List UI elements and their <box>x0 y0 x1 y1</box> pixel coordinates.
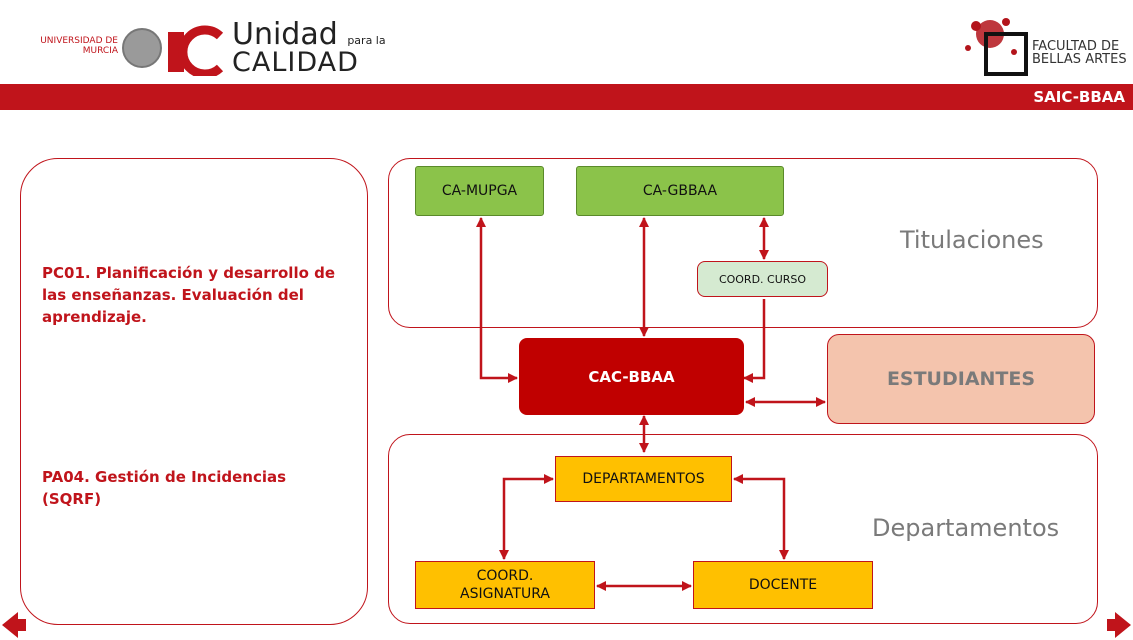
departamentos-box[interactable]: DEPARTAMENTOS <box>555 456 732 502</box>
title-bar: SAIC-BBAA <box>0 84 1133 110</box>
departamentos-label: Departamentos <box>872 514 1060 542</box>
arrow-coord-cac <box>743 299 766 383</box>
previous-arrow-icon[interactable] <box>0 610 26 640</box>
faculty-name: FACULTAD DE BELLAS ARTES <box>1032 39 1127 67</box>
coord-asignatura-box[interactable]: COORD. ASIGNATURA <box>415 561 595 609</box>
cac-bbaa-box[interactable]: CAC-BBAA <box>519 338 744 415</box>
estudiantes-box[interactable]: ESTUDIANTES <box>827 334 1095 424</box>
header: UNIVERSIDAD DE MURCIA Unidad para la CAL… <box>0 0 1133 84</box>
unidad-title: Unidad para la <box>232 17 386 52</box>
ca-mupga-box[interactable]: CA-MUPGA <box>415 166 544 216</box>
procedure-pc01[interactable]: PC01. Planificación y desarrollo de las … <box>42 264 336 326</box>
ca-gbbaa-box[interactable]: CA-GBBAA <box>576 166 784 216</box>
arrow-dept-docente <box>733 474 789 560</box>
titulaciones-label: Titulaciones <box>900 226 1044 254</box>
university-logo-text: UNIVERSIDAD DE MURCIA <box>40 36 118 56</box>
arrow-dept-coordasig <box>499 474 554 560</box>
university-seal-icon <box>122 28 162 68</box>
faculty-logo-icon <box>965 18 1028 76</box>
unidad-calidad-logo-icon <box>168 25 224 76</box>
docente-box[interactable]: DOCENTE <box>693 561 873 609</box>
coord-curso-box[interactable]: COORD. CURSO <box>697 261 828 297</box>
next-arrow-icon[interactable] <box>1107 610 1133 640</box>
calidad-title: CALIDAD <box>232 47 359 78</box>
saic-code: SAIC-BBAA <box>1033 88 1125 106</box>
procedures-panel <box>20 158 368 625</box>
procedure-pa04[interactable]: PA04. Gestión de Incidencias (SQRF) <box>42 468 287 508</box>
arrow-mupga-cac <box>476 217 518 383</box>
